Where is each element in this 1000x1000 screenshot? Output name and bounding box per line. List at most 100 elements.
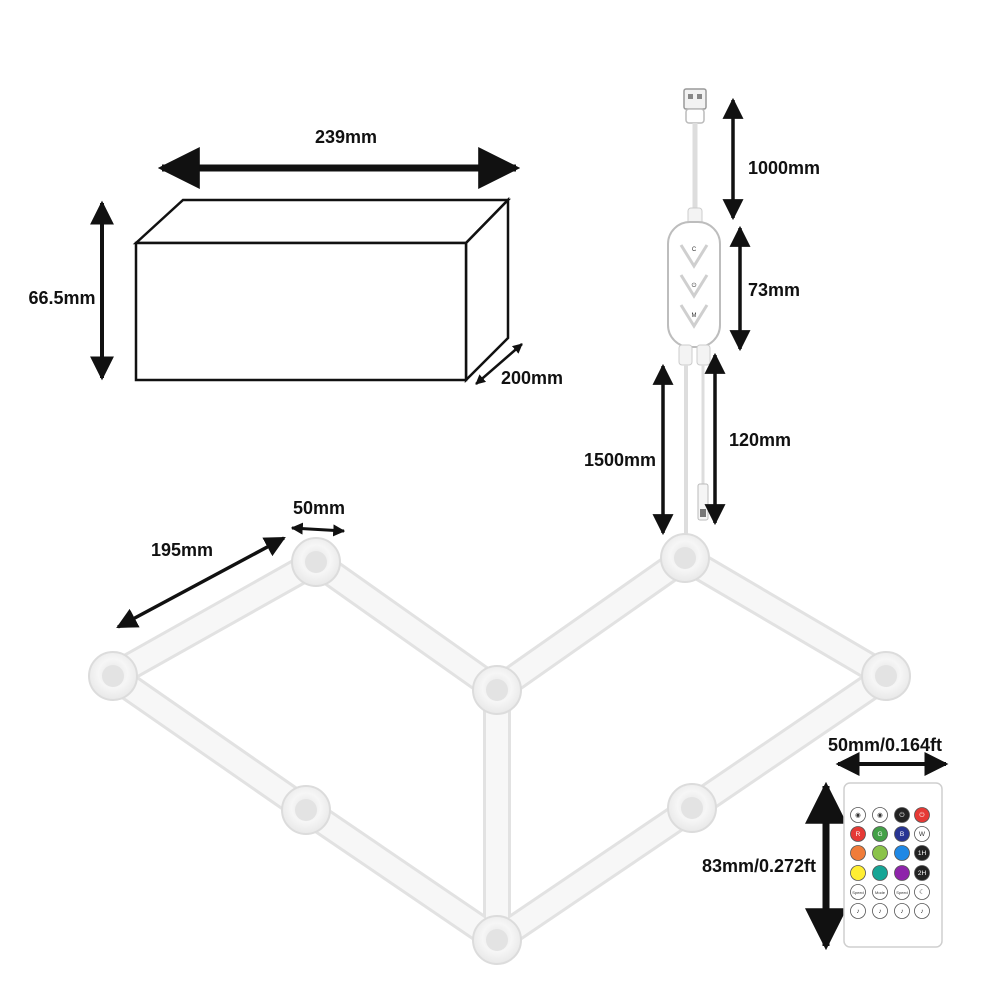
usb-plug-head [683, 88, 707, 110]
remote-button-shape[interactable] [914, 865, 930, 881]
light-bar [486, 547, 696, 701]
remote-button-shape[interactable] [872, 884, 888, 900]
remote-button-shape[interactable] [894, 884, 910, 900]
remote-button-label: Speed [896, 890, 908, 895]
remote-button[interactable]: ♪ [872, 903, 888, 919]
controller-button-power[interactable]: ⏻ [692, 282, 697, 289]
remote-height-label: 83mm/0.272ft [702, 856, 816, 876]
remote-button[interactable]: R [850, 826, 866, 842]
controller-chevron-1 [679, 244, 709, 269]
remote-button[interactable] [872, 845, 888, 861]
remote-button-label: ☾ [919, 888, 925, 896]
remote-button-shape[interactable] [850, 884, 866, 900]
remote-button-label: ◉ [855, 812, 861, 819]
remote-button[interactable]: ⏻ [894, 807, 910, 823]
packaging-box [132, 196, 511, 384]
remote-button[interactable]: ☾ [914, 884, 930, 900]
remote-button[interactable]: ⏻ [914, 807, 930, 823]
remote-button-shape[interactable] [914, 845, 930, 861]
remote-button[interactable] [850, 845, 866, 861]
controller-button-m[interactable]: M [692, 313, 697, 319]
remote-button-label: 1H [918, 850, 927, 857]
connector-node [291, 537, 341, 587]
remote-button-shape[interactable] [872, 865, 888, 881]
remote-button-shape[interactable] [894, 807, 910, 823]
node-diameter-label: 50mm [293, 498, 345, 518]
light-bar [486, 797, 703, 951]
remote-button-shape[interactable] [850, 903, 866, 919]
remote-button[interactable]: ♪ [894, 903, 910, 919]
remote-button-label: Speed [852, 890, 864, 895]
remote-button[interactable]: Mode [872, 884, 888, 900]
connector-node [281, 785, 331, 835]
remote-button[interactable]: G [872, 826, 888, 842]
remote-button-shape[interactable] [850, 826, 866, 842]
usb-cable-label: 1000mm [748, 158, 820, 178]
remote-button[interactable]: 2H [914, 865, 930, 881]
remote-button-label: R [856, 831, 861, 838]
remote-button[interactable]: 1H [914, 845, 930, 861]
remote-button-shape[interactable] [872, 826, 888, 842]
connector-node [472, 915, 522, 965]
light-bar [681, 665, 897, 819]
remote-button-shape[interactable] [914, 826, 930, 842]
controller-label: 73mm [748, 280, 800, 300]
controller-body [667, 221, 721, 348]
remote-button-shape[interactable] [894, 903, 910, 919]
remote-button[interactable]: ◉ [872, 807, 888, 823]
remote-button[interactable]: ♪ [914, 903, 930, 919]
remote-button-shape[interactable] [914, 884, 930, 900]
cable-strain-relief-left [678, 344, 693, 366]
remote-button[interactable] [894, 865, 910, 881]
remote-button[interactable] [872, 865, 888, 881]
controller-assembly: C ⏻ M [667, 88, 721, 540]
remote-button[interactable]: Speed [894, 884, 910, 900]
light-bar [674, 547, 897, 687]
remote-button-shape[interactable] [850, 807, 866, 823]
bar-length-arrow [116, 536, 286, 629]
connector-node [660, 533, 710, 583]
remote-button-label: 2H [918, 870, 927, 877]
remote-button-label: ⏻ [899, 812, 904, 819]
remote-button-shape[interactable] [894, 845, 910, 861]
remote-button-shape[interactable] [850, 845, 866, 861]
remote-button[interactable]: ♪ [850, 903, 866, 919]
remote-button-shape[interactable] [872, 807, 888, 823]
light-bar [102, 665, 317, 821]
remote-button-shape[interactable] [850, 865, 866, 881]
remote-button[interactable]: ◉ [850, 807, 866, 823]
bars [102, 547, 897, 951]
box-top-face [132, 198, 511, 245]
remote-button-label: ♪ [920, 908, 923, 915]
light-bar [102, 551, 327, 687]
remote-button-shape[interactable] [894, 865, 910, 881]
remote-button-label: G [877, 831, 882, 838]
connector-node [667, 783, 717, 833]
remote-button[interactable]: B [894, 826, 910, 842]
usb-plug-tab1 [688, 94, 693, 99]
remote-button[interactable]: W [914, 826, 930, 842]
remote-button-shape[interactable] [894, 826, 910, 842]
bar-length-label: 195mm [151, 540, 213, 560]
remote-button-shape[interactable] [872, 903, 888, 919]
box-length-label: 239mm [315, 127, 377, 147]
remote-button-label: ◉ [877, 812, 883, 819]
remote-button[interactable] [894, 845, 910, 861]
node-diameter-arrow [290, 522, 346, 537]
remote-button-shape[interactable] [914, 807, 930, 823]
remote-button-label: W [919, 831, 926, 838]
remote-button-label: ♪ [856, 908, 859, 915]
light-bars [99, 544, 900, 954]
controller-button-c[interactable]: C [692, 247, 697, 253]
box-depth-arrow [475, 343, 523, 385]
output-cable-label: 1500mm [584, 450, 656, 470]
remote-button-shape[interactable] [872, 845, 888, 861]
cable-strain-relief-right [696, 344, 711, 366]
remote-button[interactable]: Speed [850, 884, 866, 900]
connector-cable-label: 120mm [729, 430, 791, 450]
remote-button-label: ♪ [878, 908, 881, 915]
usb-plug-body [685, 108, 705, 124]
remote-button-shape[interactable] [914, 903, 930, 919]
remote-button[interactable] [850, 865, 866, 881]
